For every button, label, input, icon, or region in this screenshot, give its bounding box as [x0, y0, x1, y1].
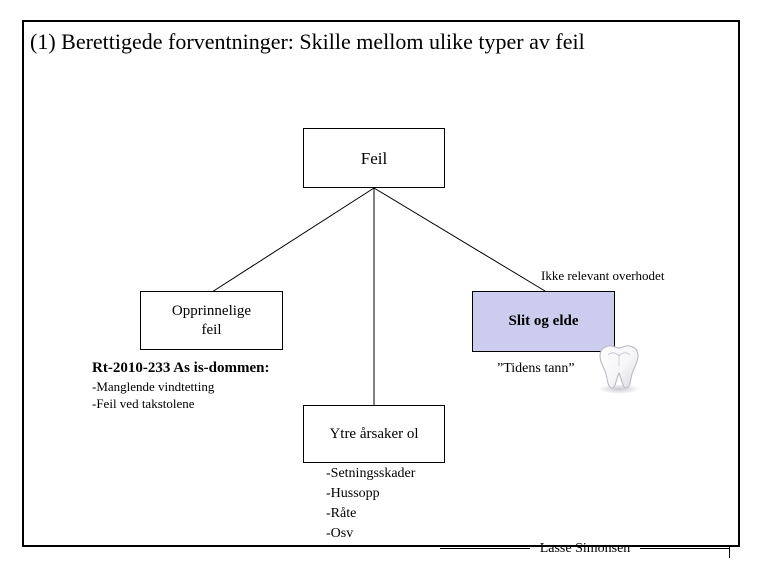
node-label-ytre-arsaker: Ytre årsaker ol [329, 425, 419, 442]
page-title: (1) Berettigede forventninger: Skille me… [30, 29, 585, 54]
node-box-ytre-arsaker[interactable]: Ytre årsaker ol [303, 405, 445, 463]
note-bottom-item-1: -Hussopp [326, 486, 380, 501]
note-left-item-1: -Feil ved takstolene [92, 396, 195, 411]
note-block-bottom: -Setningsskader -Hussopp -Råte -Osv [326, 464, 415, 544]
node-label-slit-og-elde: Slit og elde [508, 313, 579, 329]
node-box-feil[interactable]: Feil [303, 128, 445, 188]
footer-rule-left [440, 547, 530, 549]
footer: Lasse Simonsen [440, 538, 731, 558]
footer-author: Lasse Simonsen [539, 540, 631, 556]
note-bottom-item-2: -Råte [326, 506, 357, 521]
annotation-tidens-tann: ”Tidens tann” [497, 361, 575, 376]
note-block-left: Rt-2010-233 As is-dommen: -Manglende vin… [92, 358, 270, 412]
note-bottom-item-3: -Osv [326, 526, 354, 541]
tooth-icon [598, 345, 640, 394]
node-label-opprinnelige-feil: Opprinnelige feil [171, 302, 252, 338]
note-left-heading: Rt-2010-233 As is-dommen: [92, 360, 270, 376]
footer-rule-right [640, 547, 731, 549]
note-bottom-item-0: -Setningsskader [326, 466, 416, 481]
footer-tick-mark [729, 547, 730, 558]
node-box-opprinnelige-feil[interactable]: Opprinnelige feil [140, 291, 283, 350]
node-label-feil: Feil [360, 148, 388, 168]
note-left-item-0: -Manglende vindtetting [92, 379, 215, 394]
node-box-slit-og-elde[interactable]: Slit og elde [472, 291, 615, 352]
annotation-ikke-relevant: Ikke relevant overhodet [541, 268, 665, 283]
